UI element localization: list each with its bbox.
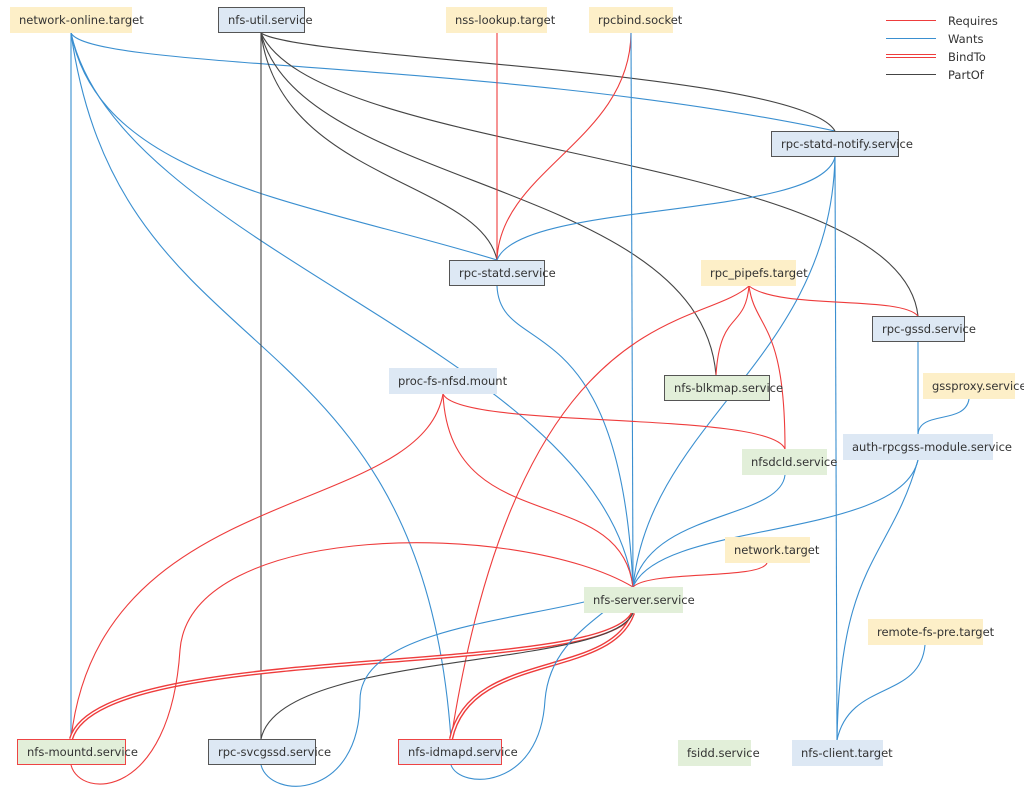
- node-nfs-server-service[interactable]: nfs-server.service: [584, 587, 695, 613]
- edge-bindto-nfs-server-to-nfs-idmapd-inner: [450, 612, 634, 740]
- node-rpc-statd-notify-service[interactable]: rpc-statd-notify.service: [771, 131, 913, 157]
- legend-swatch-requires: [886, 20, 936, 21]
- node-rpc-svcgssd-service[interactable]: rpc-svcgssd.service: [208, 739, 331, 765]
- legend-item-requires: Requires: [880, 12, 1020, 30]
- edge-partof-nfs-util-to-nfs-blkmap: [260, 32, 717, 376]
- node-rpc-gssd-service[interactable]: rpc-gssd.service: [872, 316, 976, 342]
- legend-swatch-wants: [886, 38, 936, 39]
- node-proc-fs-nfsd-mount[interactable]: proc-fs-nfsd.mount: [389, 368, 507, 394]
- edge-partof-nfs-util-to-rpc-gssd: [260, 32, 919, 317]
- edge-requires-rpc-pipefs-to-rpc-gssd: [748, 285, 919, 317]
- node-rpc-pipefs-target[interactable]: rpc_pipefs.target: [701, 260, 808, 286]
- edge-requires-nfs-server-to-nfs-mountd: [70, 542, 634, 785]
- edge-wants-network-online-to-nfs-idmapd: [70, 32, 452, 740]
- legend-label-requires: Requires: [948, 14, 998, 28]
- edge-wants-rpc-statd-to-nfs-server: [496, 285, 634, 588]
- edge-requires-rpc-pipefs-to-nfs-blkmap: [715, 285, 750, 376]
- edge-wants-gssproxy-to-auth-rpcgss: [917, 398, 970, 435]
- edge-partof-nfs-util-to-rpc-statd: [260, 32, 498, 261]
- edge-bindto-nfs-server-to-nfs-mountd: [68, 611, 635, 740]
- node-rpc-statd-service[interactable]: rpc-statd.service: [449, 260, 556, 286]
- edge-wants-network-online-to-rpc-statd-notify: [70, 32, 836, 132]
- edge-partof-nfs-server-to-rpc-svcgssd: [260, 612, 634, 740]
- edge-wants-remote-fs-pre-to-nfs-client: [836, 644, 926, 741]
- node-network-online-target[interactable]: network-online.target: [10, 7, 144, 33]
- node-nfs-client-target[interactable]: nfs-client.target: [792, 740, 893, 766]
- edge-partof-nfs-util-to-rpc-statd-notify: [260, 32, 836, 132]
- edge-requires-network-target-to-nfs-server: [632, 562, 768, 588]
- edge-requires-proc-fs-nfsd-to-nfs-server: [442, 393, 634, 588]
- node-remote-fs-pre-target[interactable]: remote-fs-pre.target: [868, 619, 994, 645]
- edge-requires-rpc-pipefs-to-nfsdcld: [748, 285, 786, 450]
- edge-requires-rpc-pipefs-to-nfs-idmapd: [450, 285, 750, 740]
- edge-requires-proc-fs-nfsd-to-nfs-mountd: [70, 393, 444, 740]
- edge-wants-rpcbind-socket-to-nfs-server: [630, 32, 634, 588]
- node-nfs-util-service[interactable]: nfs-util.service: [218, 7, 313, 33]
- edge-wants-nfsdcld-to-nfs-server: [632, 474, 786, 588]
- edge-wants-nfs-server-to-rpc-svcgssd: [260, 586, 634, 787]
- legend-swatch-partof: [886, 74, 936, 75]
- node-gssproxy-service[interactable]: gssproxy.service: [923, 373, 1024, 399]
- edge-wants-auth-rpcgss-to-nfs-client: [836, 459, 919, 741]
- legend-label-partof: PartOf: [948, 68, 984, 82]
- legend-item-partof: PartOf: [880, 66, 1020, 84]
- legend-label-bindto: BindTo: [948, 50, 986, 64]
- node-auth-rpcgss-module-service[interactable]: auth-rpcgss-module.service: [843, 434, 1012, 460]
- legend-swatch-bindto: [886, 54, 936, 58]
- node-fsidd-service[interactable]: fsidd.service: [678, 740, 760, 766]
- edge-bindto-nfs-server-to-nfs-mountd-inner: [70, 612, 634, 740]
- node-nss-lookup-target[interactable]: nss-lookup.target: [446, 7, 555, 33]
- node-network-target[interactable]: network.target: [725, 537, 819, 563]
- edge-wants-network-online-to-nfs-server: [70, 32, 634, 588]
- edge-requires-rpcbind-socket-to-rpc-statd: [496, 32, 632, 261]
- node-rpcbind-socket[interactable]: rpcbind.socket: [589, 7, 682, 33]
- node-nfs-blkmap-service[interactable]: nfs-blkmap.service: [664, 375, 783, 401]
- node-nfs-mountd-service[interactable]: nfs-mountd.service: [17, 739, 138, 765]
- legend-item-wants: Wants: [880, 30, 1020, 48]
- legend-item-bindto: BindTo: [880, 48, 1020, 66]
- edge-wants-auth-rpcgss-to-nfs-server: [632, 459, 919, 588]
- edge-wants-rpc-statd-notify-to-rpc-statd: [496, 156, 836, 261]
- edge-requires-proc-fs-nfsd-to-nfsdcld: [442, 393, 786, 450]
- edge-wants-network-online-to-rpc-statd: [70, 32, 498, 261]
- edge-wants-nfs-server-to-nfs-idmapd: [450, 586, 634, 780]
- node-nfs-idmapd-service[interactable]: nfs-idmapd.service: [398, 739, 518, 765]
- legend-label-wants: Wants: [948, 32, 984, 46]
- legend: Requires Wants BindTo PartOf: [880, 12, 1020, 84]
- edge-wants-rpc-statd-notify-to-nfs-client: [834, 156, 838, 741]
- node-nfsdcld-service[interactable]: nfsdcld.service: [742, 449, 837, 475]
